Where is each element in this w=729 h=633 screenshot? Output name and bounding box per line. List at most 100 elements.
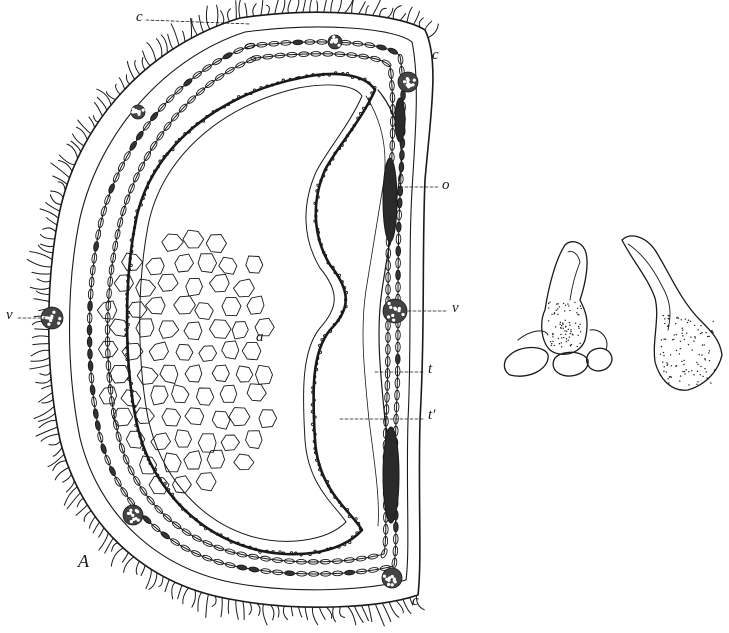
- stipple-dot: [672, 339, 673, 340]
- stipple-dot: [692, 349, 693, 350]
- hair-strand: [291, 606, 292, 615]
- hair-strand: [50, 191, 63, 198]
- cortical-cell: [108, 183, 116, 194]
- bundle-dot: [135, 509, 138, 512]
- stipple-dot: [565, 320, 566, 321]
- hair-strand: [55, 467, 69, 479]
- hair-strand: [236, 600, 239, 619]
- parenchyma-cell: [184, 322, 202, 340]
- hair-strand: [192, 19, 198, 35]
- stipple-dot: [678, 318, 679, 319]
- stipple-dot: [681, 361, 682, 362]
- hair-strand: [89, 117, 95, 128]
- hair-strand: [266, 5, 269, 14]
- cortical-cell: [344, 570, 354, 575]
- oil-duct-upper: [383, 158, 397, 242]
- hair-strand: [64, 487, 77, 505]
- hair-strand: [51, 163, 70, 178]
- stipple-dot: [556, 303, 557, 304]
- bundle-dot: [394, 580, 397, 583]
- parenchyma-cell: [160, 365, 178, 383]
- bundle-dot: [49, 319, 52, 322]
- parenchyma-cell: [174, 296, 196, 314]
- label-c-top: c: [136, 10, 143, 25]
- hair-strand: [403, 599, 411, 613]
- hair-strand: [94, 102, 102, 116]
- parenchyma-cell: [158, 274, 178, 291]
- cortical-cell: [135, 130, 144, 141]
- lining-cell: [259, 551, 261, 553]
- hair-strand: [84, 511, 91, 522]
- bundle-dot: [135, 110, 138, 113]
- hair-strand: [53, 176, 67, 184]
- parenchyma-cell: [209, 320, 231, 339]
- stipple-dot: [679, 353, 680, 354]
- parenchyma-cell: [109, 366, 130, 384]
- hair-strand: [389, 602, 399, 617]
- cortical-cell: [285, 571, 295, 576]
- stipple-dot: [684, 371, 685, 372]
- stipple-dot: [701, 332, 702, 333]
- parenchyma-cell: [122, 253, 143, 271]
- stipple-dot: [578, 335, 579, 336]
- parenchyma-cell: [219, 257, 237, 274]
- hair-strand: [310, 0, 315, 12]
- lining-cell: [318, 344, 320, 346]
- hair-strand: [111, 548, 123, 566]
- hair-strand: [425, 21, 431, 31]
- lining-cell: [311, 423, 313, 425]
- stipple-dot: [566, 331, 567, 332]
- hair-strand: [41, 244, 54, 246]
- stipple-dot: [570, 333, 571, 334]
- hair-strand: [228, 9, 231, 22]
- stipple-dot: [667, 363, 668, 364]
- hair-strand: [40, 234, 54, 239]
- stipple-dot: [567, 303, 568, 304]
- stipple-dot: [563, 328, 564, 329]
- leader-c-top: [146, 20, 250, 24]
- stipple-dot: [664, 323, 665, 324]
- lining-cell: [349, 541, 351, 543]
- stipple-dot: [551, 343, 552, 344]
- stipple-dot: [705, 359, 706, 360]
- parenchyma-cell: [259, 410, 277, 428]
- stipple-dot: [679, 380, 680, 381]
- hair-strand: [359, 2, 366, 14]
- bundle-dot: [57, 322, 60, 325]
- hair-strand: [239, 0, 240, 18]
- stipple-dot: [668, 318, 669, 319]
- stipple-dot: [698, 329, 699, 330]
- stipple-dot: [702, 376, 703, 377]
- hair-strand: [36, 379, 51, 384]
- parenchyma-cell: [198, 434, 216, 453]
- hair-strand: [361, 605, 368, 620]
- bundle-dot: [391, 575, 394, 578]
- stipple-dot: [561, 337, 562, 338]
- stipple-dot: [705, 371, 706, 372]
- stipple-dot: [673, 339, 674, 340]
- hair-strand: [382, 603, 391, 622]
- stipple-dot: [566, 338, 567, 339]
- hair-strand: [206, 594, 209, 617]
- stipple-dot: [568, 305, 569, 306]
- label-t-prime: t′: [428, 408, 435, 423]
- stipple-dot: [667, 378, 668, 379]
- oil-duct-lower: [383, 427, 399, 523]
- parenchyma-cell: [247, 296, 264, 314]
- hair-strand: [428, 24, 438, 38]
- stipple-dot: [569, 310, 570, 311]
- stipple-dot: [663, 355, 664, 356]
- hair-strand: [122, 553, 128, 563]
- parenchyma-cell: [229, 408, 250, 426]
- hair-strand: [347, 606, 355, 625]
- stipple-dot: [661, 346, 662, 347]
- cortical-cell: [95, 420, 101, 431]
- bundle-dot: [407, 85, 410, 88]
- lining-cell: [130, 264, 132, 266]
- hair-strand: [142, 57, 145, 70]
- stipple-dot: [668, 382, 669, 383]
- hair-strand: [119, 78, 125, 90]
- bundle-dot: [389, 306, 392, 309]
- stipple-dot: [559, 306, 560, 307]
